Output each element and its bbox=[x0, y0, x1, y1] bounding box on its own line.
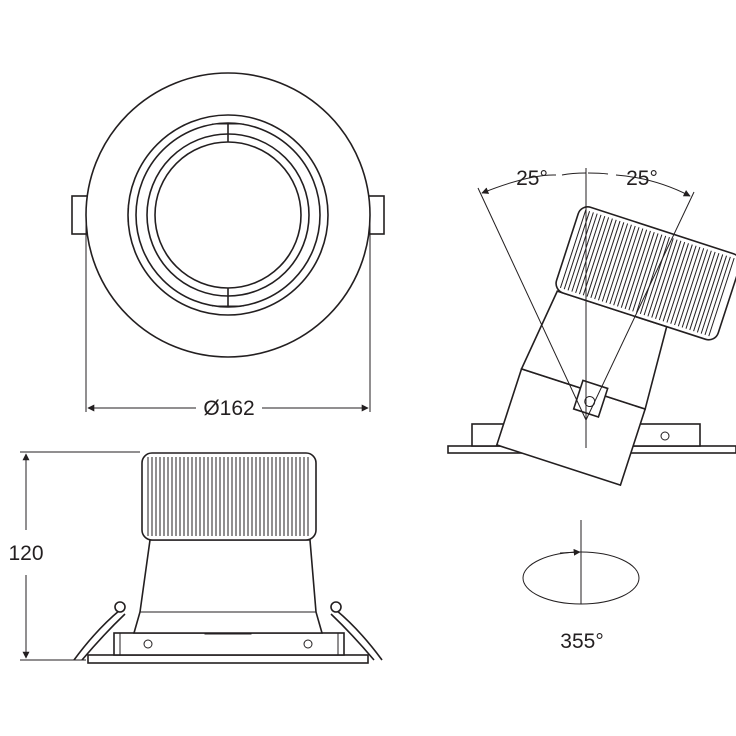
flange bbox=[87, 654, 369, 664]
screw-icon bbox=[660, 431, 670, 441]
fin-line bbox=[624, 230, 651, 310]
rotation-label: 355° bbox=[560, 630, 603, 653]
base-frame bbox=[113, 632, 345, 656]
tilt-right-label: 25° bbox=[626, 167, 658, 190]
fin-line bbox=[674, 246, 701, 326]
fin-line bbox=[613, 227, 640, 306]
fin-line bbox=[582, 217, 610, 296]
fin-line bbox=[704, 256, 731, 336]
screw-icon bbox=[143, 639, 153, 649]
fin-line bbox=[609, 225, 636, 305]
diameter-label: Ø162 bbox=[203, 397, 254, 420]
height-label: 120 bbox=[8, 542, 43, 565]
fin-line bbox=[658, 241, 686, 321]
fin-line bbox=[685, 250, 712, 329]
fin-line bbox=[693, 253, 720, 332]
fin-line bbox=[559, 209, 587, 289]
fin-line bbox=[601, 223, 629, 302]
fin-line bbox=[647, 238, 674, 317]
tilt-right-line bbox=[585, 191, 695, 421]
fin-line bbox=[651, 239, 678, 318]
fin-line bbox=[586, 218, 613, 297]
fin-line bbox=[681, 249, 708, 328]
fin-line bbox=[594, 220, 621, 300]
height-dimension: 120 bbox=[8, 451, 140, 661]
fin-line bbox=[666, 244, 693, 323]
left-spring-clip bbox=[73, 609, 121, 661]
fin-line bbox=[643, 236, 670, 316]
fin-line bbox=[636, 234, 663, 313]
fin-line bbox=[567, 212, 594, 291]
tilt-view: 25° 25° bbox=[447, 167, 736, 487]
tilted-lamp bbox=[495, 206, 736, 487]
fin-line bbox=[670, 245, 697, 324]
screw-icon bbox=[303, 639, 313, 649]
rotation-ellipse bbox=[522, 551, 640, 605]
fin-line bbox=[590, 219, 617, 298]
tilt-left-line bbox=[477, 187, 587, 421]
fin-line bbox=[700, 255, 728, 334]
tilted-heatsink bbox=[555, 206, 736, 341]
rotation-symbol: 355° bbox=[522, 520, 640, 653]
fin-line bbox=[632, 233, 659, 312]
diameter-dimension: Ø162 bbox=[85, 218, 371, 420]
fin-line bbox=[617, 228, 644, 307]
right-spring-clip bbox=[335, 609, 383, 661]
fin-line bbox=[605, 224, 632, 303]
fin-line bbox=[696, 254, 724, 333]
fin-line bbox=[578, 215, 606, 295]
fin-line bbox=[689, 251, 716, 331]
fin-line bbox=[677, 248, 705, 327]
fin-line bbox=[708, 257, 735, 337]
fin-line bbox=[628, 232, 655, 311]
side-view bbox=[73, 452, 383, 664]
fin-line bbox=[639, 235, 667, 315]
fin-line bbox=[571, 213, 598, 292]
fin-line bbox=[575, 214, 602, 294]
fin-line bbox=[597, 222, 625, 301]
fin-line bbox=[620, 229, 648, 308]
fin-line bbox=[662, 243, 689, 322]
fin-line bbox=[655, 240, 682, 319]
tilt-left-label: 25° bbox=[516, 167, 548, 190]
lamp-body bbox=[132, 539, 324, 634]
rotation-arrow-icon bbox=[559, 548, 581, 556]
heatsink-fins bbox=[147, 457, 309, 536]
top-view bbox=[71, 72, 385, 358]
fin-line bbox=[563, 211, 591, 290]
